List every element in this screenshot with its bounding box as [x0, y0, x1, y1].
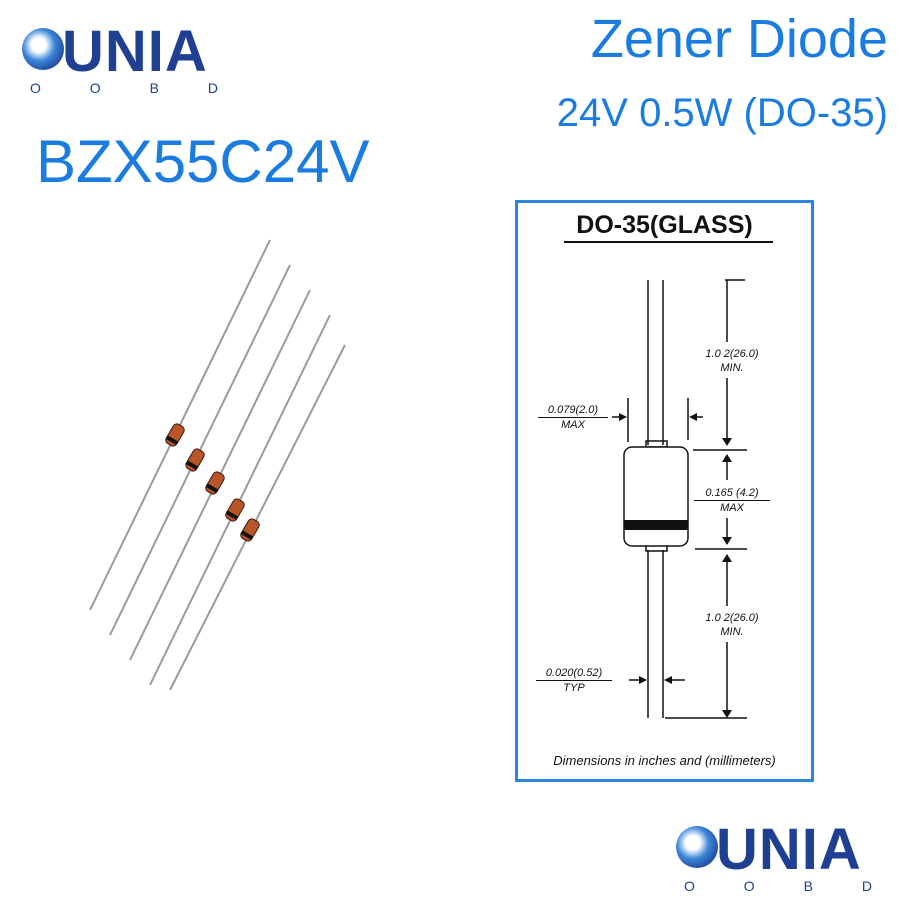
dim-lead-length-bottom: 1.0 2(26.0) MIN.	[696, 611, 768, 639]
product-type-title: Zener Diode	[590, 9, 888, 69]
logo-letter: B	[149, 80, 161, 96]
globe-icon	[22, 28, 64, 70]
diodes-photo	[89, 239, 346, 691]
cathode-band	[205, 483, 219, 493]
dimensions-footnote: Dimensions in inches and (millimeters)	[553, 753, 776, 768]
logo-letter: B	[803, 878, 815, 894]
dim-note: MAX	[720, 502, 744, 514]
diode-outline-drawing	[612, 279, 747, 719]
logo-bottom: UNIA O O B D	[672, 812, 882, 894]
logo-letter: O	[743, 878, 757, 894]
dim-body-length: 0.165 (4.2)MAX	[694, 486, 770, 515]
dim-value: 0.165 (4.2)	[694, 486, 770, 501]
diode-lead	[169, 344, 346, 691]
logo-top: UNIA O O B D	[18, 14, 228, 96]
logo-letter: O	[684, 878, 697, 894]
cathode-band	[240, 530, 254, 540]
logo-letter: D	[207, 80, 220, 96]
dim-lead-length-top: 1.0 2(26.0) MIN.	[696, 347, 768, 375]
cathode-band	[225, 510, 239, 520]
dim-note: MIN.	[720, 626, 744, 638]
divider	[564, 241, 773, 243]
dim-note: TYP	[563, 682, 585, 694]
model-number: BZX55C24V	[36, 128, 370, 195]
dim-value: 1.0 2(26.0)	[705, 612, 759, 624]
dim-note: MIN.	[720, 362, 744, 374]
dim-lead-diameter: 0.020(0.52)TYP	[536, 666, 612, 695]
product-spec-subtitle: 24V 0.5W (DO-35)	[556, 91, 888, 135]
package-diagram-panel: DO-35(GLASS) 1.0 2(26.0) MIN.	[515, 200, 814, 782]
dim-body-diameter: 0.079(2.0)MAX	[538, 403, 608, 432]
diagram-title: DO-35(GLASS)	[576, 211, 753, 239]
cathode-band	[185, 460, 199, 470]
globe-icon	[676, 826, 718, 868]
dim-value: 0.020(0.52)	[536, 666, 612, 681]
dim-value: 1.0 2(26.0)	[705, 348, 759, 360]
dim-note: MAX	[561, 419, 585, 431]
cathode-band	[165, 435, 179, 445]
logo-word: UNIA	[62, 19, 208, 84]
dim-value: 0.079(2.0)	[538, 403, 608, 418]
logo-letter: O	[30, 80, 43, 96]
logo-letter: O	[89, 80, 103, 96]
logo-letter: D	[861, 878, 874, 894]
logo-word: UNIA	[716, 817, 862, 882]
